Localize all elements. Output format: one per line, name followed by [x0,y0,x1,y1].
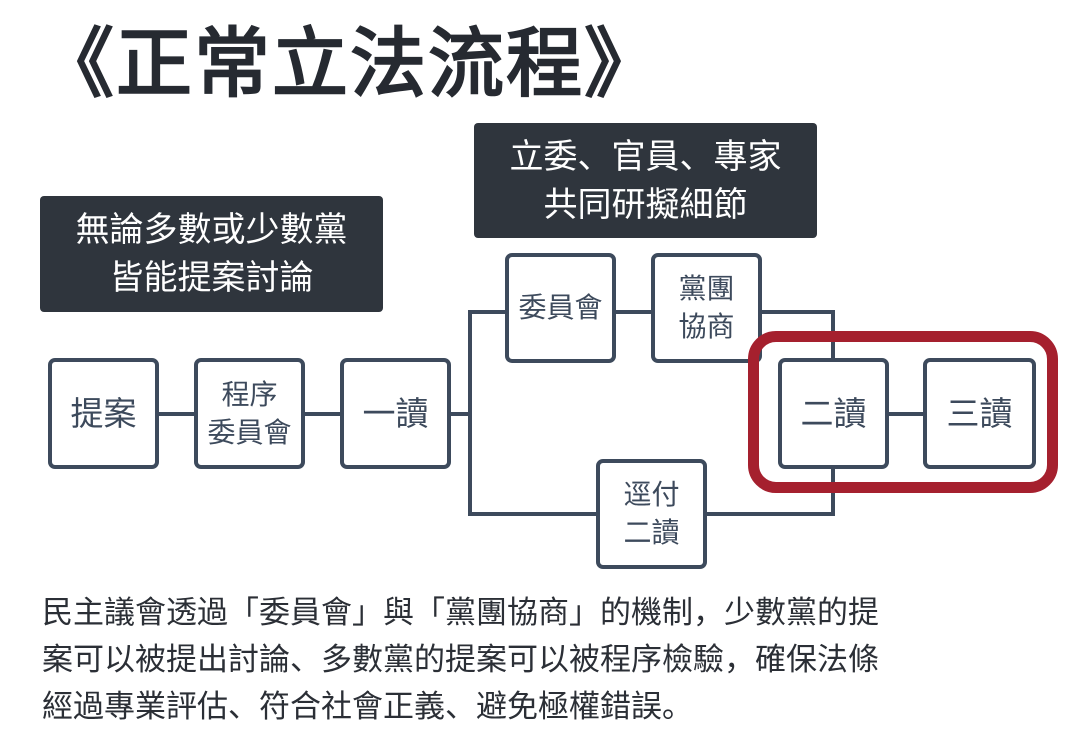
node-label: 程序 [221,377,278,411]
node-direct-second-reading: 逕付 二讀 [596,459,707,569]
node-label: 逕付 [623,478,680,511]
node-label: 委員會 [518,291,603,324]
node-party-negotiation: 黨團 協商 [651,253,762,363]
callout-line: 無論多數或少數黨 [75,210,348,250]
page-title: 《正常立法流程》 [38,19,662,108]
callout-line: 立委、官員、專家 [509,136,782,177]
node-procedure-committee: 程序 委員會 [194,358,305,469]
node-label: 協商 [678,310,735,343]
explanation-line: 經過專業評估、符合社會正義、避免極權錯誤。 [42,689,693,725]
node-third-reading: 三讀 [923,358,1036,469]
node-proposal: 提案 [48,358,159,469]
node-label: 提案 [70,393,137,433]
callout-any-party: 無論多數或少數黨 皆能提案討論 [40,196,383,312]
node-label: 二讀 [623,516,680,549]
node-committee: 委員會 [505,253,616,363]
node-label: 委員會 [207,415,292,449]
node-label: 二讀 [800,393,867,433]
explanation-line: 民主議會透過「委員會」與「黨團協商」的機制，少數黨的提 [42,595,879,631]
explanation-text: 民主議會透過「委員會」與「黨團協商」的機制，少數黨的提 案可以被提出討論、多數黨… [42,590,1042,731]
node-label: 黨團 [678,272,735,305]
callout-line: 皆能提案討論 [109,258,314,298]
callout-line: 共同研擬細節 [543,184,748,225]
node-label: 一讀 [362,393,429,433]
node-first-reading: 一讀 [340,358,451,469]
node-second-reading: 二讀 [778,358,889,469]
callout-joint-drafting: 立委、官員、專家 共同研擬細節 [474,123,817,238]
final-readings-highlight [748,331,1058,493]
explanation-line: 案可以被提出討論、多數黨的提案可以被程序檢驗，確保法條 [42,642,879,678]
node-label: 三讀 [946,393,1013,433]
